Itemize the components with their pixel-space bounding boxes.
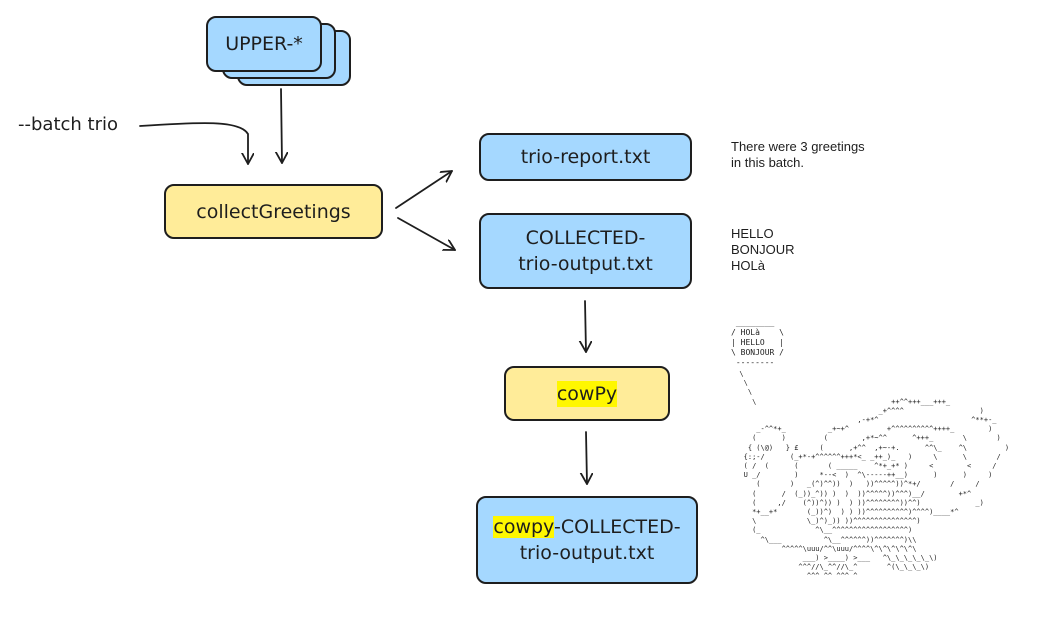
- arrow-batch-to-collect: [139, 122, 248, 165]
- collected-output-label-line2: trio-output.txt: [518, 253, 653, 275]
- greeting-bonjour: BONJOUR: [731, 242, 795, 257]
- upper-node: UPPER-*: [206, 16, 322, 72]
- cowpy-process-node: cowPy: [504, 366, 670, 421]
- batch-param-label: --batch trio: [18, 114, 119, 135]
- report-content-line1: There were 3 greetings: [731, 139, 865, 154]
- arrow-cowpy-to-final: [586, 431, 587, 485]
- collected-output-label-line1: COLLECTED-: [525, 227, 646, 249]
- report-content-line2: in this batch.: [731, 155, 804, 170]
- arrow-collect-to-report: [395, 170, 453, 209]
- collected-output-node: COLLECTED- trio-output.txt: [479, 213, 692, 289]
- cowpy-output-label-line2: trio-output.txt: [519, 542, 655, 564]
- cowpy-output-label-line1: cowpy-COLLECTED-: [493, 514, 681, 540]
- cowpy-output-prefix: cowpy: [493, 516, 554, 538]
- greeting-hello: HELLO: [731, 226, 774, 241]
- cowpy-output-node: cowpy-COLLECTED- trio-output.txt: [476, 496, 698, 584]
- arrow-upper-to-collect: [281, 88, 282, 164]
- cowpy-process-label: cowPy: [556, 380, 618, 407]
- report-file-node: trio-report.txt: [479, 133, 692, 181]
- cowsay-speech-bubble: ________ / HOLà \ | HELLO | \ BONJOUR / …: [731, 318, 784, 367]
- greeting-hola: HOLà: [731, 258, 765, 273]
- collect-greetings-label: collectGreetings: [196, 200, 351, 223]
- upper-node-label: UPPER-*: [225, 33, 303, 55]
- cowpy-output-rest: -COLLECTED-: [553, 516, 681, 538]
- collect-greetings-node: collectGreetings: [164, 184, 383, 239]
- cowsay-ascii-art: \ \ \ \ ++^^+++___+++_ _+^^^^ ) ,-+*^ ^*…: [739, 370, 1010, 581]
- arrow-collect-to-output: [397, 217, 456, 251]
- report-file-label: trio-report.txt: [520, 146, 651, 168]
- arrow-output-to-cowpy: [585, 300, 586, 353]
